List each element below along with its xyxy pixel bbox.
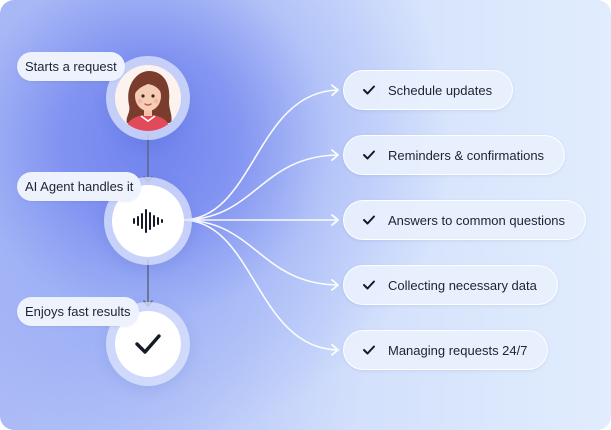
sound-wave-icon [133,209,163,233]
outcome-label: Answers to common questions [388,212,566,228]
branch-line-5 [181,219,339,356]
step-label-result: Enjoys fast results [17,297,139,326]
outcome-item-1: Schedule updates [343,70,514,110]
branch-line-4 [181,219,339,291]
outcome-label: Reminders & confirmations [388,147,545,163]
branch-line-2 [181,149,339,221]
outcome-label: Schedule updates [388,82,493,98]
outcome-item-2: Reminders & confirmations [343,135,566,175]
outcome-item-4: Collecting necessary data [343,265,558,305]
check-icon [363,215,375,225]
checkmark-icon [135,334,161,354]
outcome-item-3: Answers to common questions [343,200,587,240]
check-icon [363,345,375,355]
outcome-item-5: Managing requests 24/7 [343,330,549,370]
outcome-label: Managing requests 24/7 [388,342,528,358]
step-label-request: Starts a request [17,52,125,81]
outcome-label: Collecting necessary data [388,277,537,293]
check-icon [363,150,375,160]
step-label-agent: AI Agent handles it [17,172,142,201]
person-avatar-icon [125,71,172,131]
request-node [115,65,181,131]
check-icon [363,85,375,95]
check-icon [363,280,375,290]
branch-line-1 [181,84,339,221]
